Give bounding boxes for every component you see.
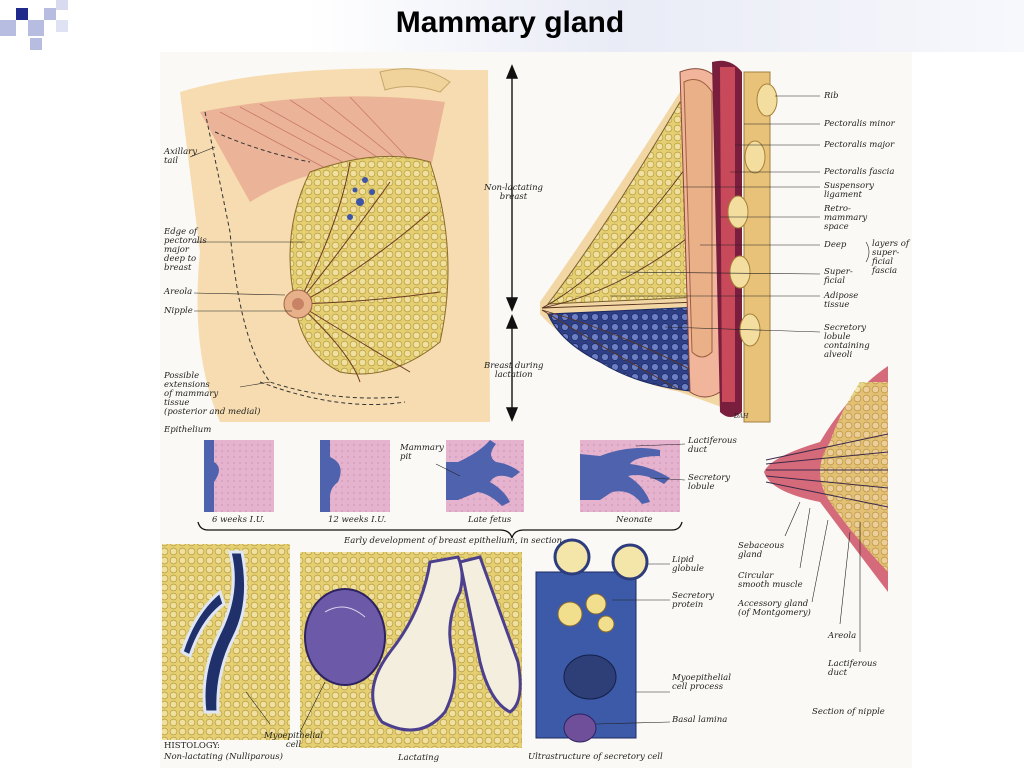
- label-neonate: Neonate: [616, 515, 653, 525]
- label-lactating: Lactating: [398, 753, 440, 763]
- label-secretory-lobule: Secretory lobule: [688, 473, 731, 492]
- label-sebaceous-gland: Sebaceous gland: [738, 541, 785, 560]
- label-pectoralis-minor: Pectoralis minor: [824, 119, 895, 129]
- label-epithelium: Epithelium: [164, 425, 212, 435]
- slide-title: Mammary gland: [395, 6, 625, 39]
- label-6-weeks: 6 weeks I.U.: [212, 515, 265, 525]
- corner-squares-icon: [0, 0, 68, 50]
- title-band: [0, 0, 1024, 52]
- label-late-fetus: Late fetus: [468, 515, 512, 525]
- label-early-development: Early development of breast epithelium, …: [344, 536, 563, 546]
- histology-panels: [162, 538, 671, 748]
- label-pectoralis-major: Pectoralis major: [824, 140, 895, 150]
- label-myoepithelial-cell: Myoepithelial cell: [264, 731, 323, 750]
- sagittal-section: [540, 60, 870, 423]
- label-possible-extensions: Possible extensions of mammary tissue (p…: [164, 371, 261, 417]
- section-arrows: [505, 64, 519, 422]
- label-areola-2: Areola: [828, 631, 857, 641]
- label-mammary-pit: Mammary pit: [400, 443, 444, 462]
- label-non-lactating-breast: Non-lactating breast: [484, 183, 543, 202]
- label-pectoralis-fascia: Pectoralis fascia: [824, 167, 895, 177]
- label-basal-lamina: Basal lamina: [672, 715, 728, 725]
- label-lactiferous-duct: Lactiferous duct: [688, 436, 737, 455]
- label-rib: Rib: [824, 91, 839, 101]
- mammary-gland-illustration: Axillary tail Edge of pectoralis major d…: [160, 52, 912, 768]
- label-circular-smooth-muscle: Circular smooth muscle: [738, 571, 803, 590]
- label-nipple: Nipple: [164, 306, 193, 316]
- label-lactiferous-duct-2: Lactiferous duct: [828, 659, 877, 678]
- label-deep: Deep: [824, 240, 847, 250]
- label-secretory-lobule-alveoli: Secretory lobule containing alveoli: [824, 323, 870, 360]
- label-12-weeks: 12 weeks I.U.: [328, 515, 387, 525]
- nipple-section: [764, 366, 889, 652]
- label-breast-lactation: Breast during lactation: [484, 361, 544, 380]
- label-areola: Areola: [164, 287, 193, 297]
- label-retromammary-space: Retro- mammary space: [824, 204, 868, 232]
- label-axillary-tail: Axillary tail: [164, 147, 198, 166]
- label-lipid-globule: Lipid globule: [672, 555, 704, 574]
- anatomy-drawing: [162, 60, 889, 748]
- label-edge-pectoralis: Edge of pectoralis major deep to breast: [164, 227, 207, 273]
- label-ultrastructure: Ultrastructure of secretory cell: [528, 752, 663, 762]
- corner-decoration: [0, 0, 80, 62]
- anterior-view: [180, 68, 490, 422]
- label-accessory-gland: Accessory gland (of Montgomery): [738, 599, 811, 618]
- label-myoepithelial-process: Myoepithelial cell process: [672, 673, 731, 692]
- label-superficial: Super- ficial: [824, 267, 853, 286]
- label-suspensory-ligament: Suspensory ligament: [824, 181, 874, 200]
- label-histology: HISTOLOGY:: [164, 741, 220, 751]
- label-layers-superficial-fascia: layers of super- ficial fascia: [872, 239, 910, 276]
- label-non-lactating-nulliparous: Non-lactating (Nulliparous): [164, 752, 283, 762]
- label-signature: DAH: [734, 413, 749, 420]
- label-secretory-protein: Secretory protein: [672, 591, 715, 610]
- label-section-nipple: Section of nipple: [812, 707, 885, 717]
- label-adipose-tissue: Adipose tissue: [824, 291, 859, 310]
- development-panels: [197, 440, 686, 539]
